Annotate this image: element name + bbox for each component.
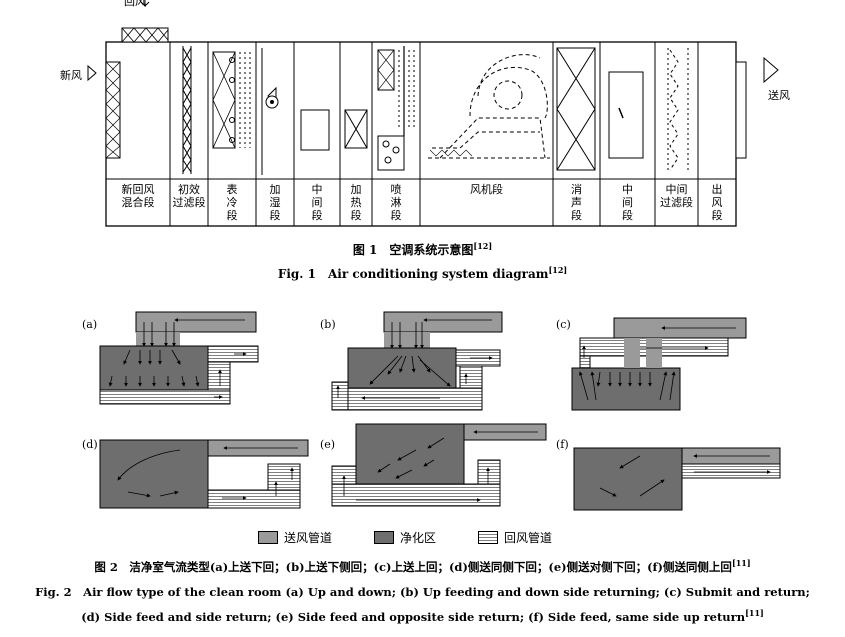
panel-label-b: (b): [320, 318, 336, 331]
segment-label-humid: 加 湿 段: [269, 183, 281, 222]
supply-air-label: 送风: [768, 89, 790, 102]
segment-label-outlet: 出 风 段: [711, 183, 723, 222]
panel-label-a: (a): [82, 318, 98, 331]
segment-label-fan: 风机段: [470, 183, 503, 196]
legend-swatch-supply: [258, 531, 278, 544]
legend-label-supply: 送风管道: [284, 531, 333, 545]
legend-swatch-return: [478, 531, 499, 544]
segment-label-silencer: 消 声 段: [571, 183, 582, 222]
panel-label-d: (d): [82, 438, 98, 451]
segment-label-spray: 喷 淋 段: [390, 183, 402, 222]
segment-label-mix: 新回风 混合段: [121, 183, 155, 209]
panel-label-e: (e): [320, 438, 336, 451]
segment-label-mid1: 中 间 段: [311, 183, 323, 222]
segment-label-midfilter: 中间 过滤段: [660, 183, 693, 209]
panel-d: [99, 439, 309, 509]
panel-b: [331, 311, 503, 411]
legend-label-return: 回风管道: [504, 531, 553, 545]
fig1-diagram: [87, 0, 779, 227]
fig2-legend: 送风管道 净化区 回风管道: [258, 529, 552, 546]
fig2-diagram: [60, 302, 790, 520]
fig2-caption-en-2: (d) Side feed and side return; (e) Side …: [81, 608, 764, 624]
segment-label-heat: 加 热 段: [350, 183, 362, 222]
fig1-caption-en: Fig. 1 Air conditioning system diagram[1…: [277, 265, 568, 281]
panel-label-f: (f): [556, 438, 569, 451]
panel-a: [99, 311, 259, 405]
panel-e: [331, 423, 547, 507]
panel-label-c: (c): [556, 318, 571, 331]
segment-label-cooling: 表 冷 段: [226, 183, 238, 222]
segment-label-mid2: 中 间 段: [622, 183, 633, 222]
legend-swatch-clean: [374, 531, 395, 544]
segment-label-prefilter: 初效 过滤段: [172, 183, 206, 209]
panel-f: [573, 447, 781, 511]
return-air-label: 回风: [124, 0, 146, 8]
legend-label-clean: 净化区: [400, 531, 437, 545]
fig2-caption-en-1: Fig. 2 Air flow type of the clean room (…: [35, 585, 810, 599]
panel-c: [571, 317, 747, 411]
fresh-air-label: 新风: [60, 69, 82, 82]
fig1-caption-cn: 图 1 空调系统示意图[12]: [352, 241, 493, 257]
fig2-caption-cn: 图 2 洁净室气流类型(a)上送下回；(b)上送下侧回；(c)上送上回；(d)侧…: [94, 558, 751, 574]
